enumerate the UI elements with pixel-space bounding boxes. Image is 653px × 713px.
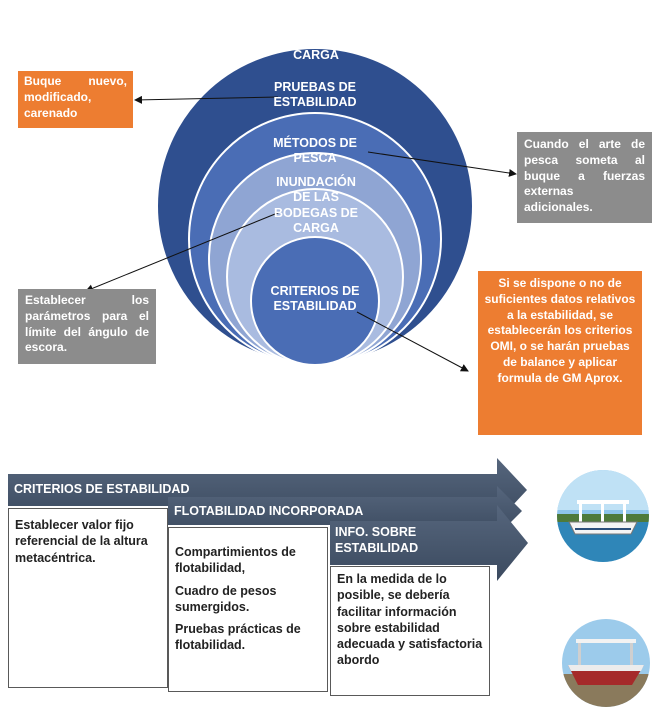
ring-inner (250, 236, 380, 366)
arrow-to-buque (134, 95, 279, 104)
circle-label-outer: SUBDIVISIONES DE LAS BODEGAS DE CARGA (256, 17, 376, 61)
circle-label-third: MÉTODOS DE PESCA (273, 136, 357, 166)
arrow-to-arte-pesca (367, 151, 517, 177)
box-criterios-item: Establecer valor fijo referencial de la … (15, 518, 148, 565)
bar-title-info: INFO. SOBRE ESTABILIDAD (335, 525, 419, 556)
box-flotabilidad-item: Cuadro de pesos sumergidos. (175, 583, 277, 614)
box-criterios: Establecer valor fijo referencial de la … (8, 508, 168, 688)
box-flotabilidad-item: Compartimientos de flotabilidad, (175, 545, 296, 576)
bar-title-criterios: CRITERIOS DE ESTABILIDAD (14, 482, 190, 496)
process-bar-3 (330, 505, 528, 581)
hull-photo (562, 619, 650, 707)
box-info: En la medida de lo posible, se debería f… (330, 566, 490, 696)
arrow-to-angulo (85, 211, 281, 293)
circle-label-second: PRUEBAS DE ESTABILIDAD (273, 80, 357, 110)
box-flotabilidad-item: Pruebas prácticas de flotabilidad. (175, 622, 301, 653)
circle-label-fourth: INUNDACIÓN DE LAS BODEGAS DE CARGA (273, 175, 359, 235)
boat-photo (557, 470, 649, 562)
box-info-item: En la medida de lo posible, se debería f… (337, 572, 483, 668)
box-flotabilidad: Compartimientos de flotabilidad, Cuadro … (168, 527, 328, 692)
callout-criterios-omi: Si se dispone o no de suficientes datos … (478, 271, 642, 435)
callout-buque: Buque nuevo, modificado, carenado (18, 71, 133, 128)
callout-arte-pesca: Cuando el arte de pesca someta al buque … (517, 132, 652, 223)
circle-label-inner: CRITERIOS DE ESTABILIDAD (270, 284, 360, 314)
arrow-to-omi (356, 311, 469, 372)
bar-title-flotabilidad: FLOTABILIDAD INCORPORADA (174, 504, 364, 518)
callout-angulo-escora: Establecer los parámetros para el límite… (18, 289, 156, 364)
